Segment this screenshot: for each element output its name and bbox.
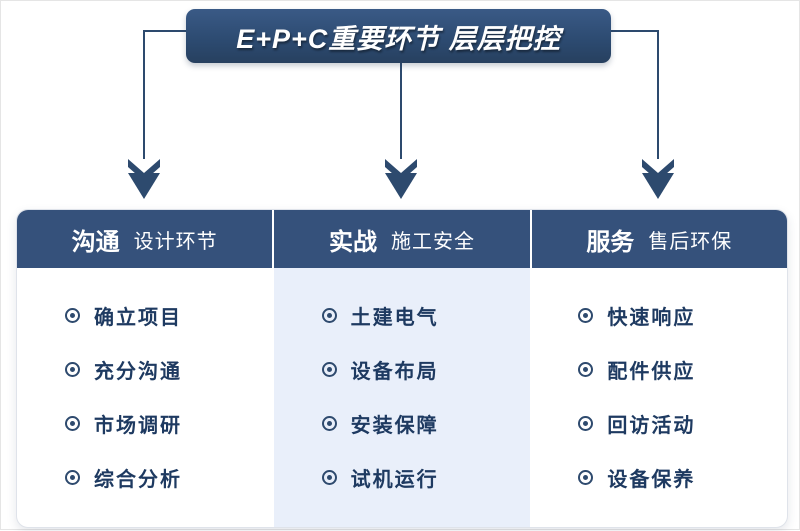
- header-communication: 沟通 设计环节: [17, 210, 272, 268]
- list-item: 综合分析: [17, 463, 274, 492]
- header-main-label: 实战: [328, 228, 377, 256]
- header-service: 服务 售后环保: [529, 210, 787, 268]
- header-sub-label: 售后环保: [648, 230, 733, 253]
- target-bullet-icon: [65, 362, 80, 377]
- target-bullet-icon: [321, 470, 337, 485]
- card-body: 确立项目 充分沟通 市场调研 综合分析 土建电气: [17, 268, 787, 527]
- header-main-label: 服务: [586, 228, 635, 256]
- list-item-label: 安装保障: [350, 415, 439, 437]
- connector-left: [143, 30, 191, 159]
- target-bullet-icon: [65, 416, 80, 431]
- list-item-label: 市场调研: [94, 415, 182, 437]
- list-item: 安装保障: [274, 409, 531, 438]
- list-item: 确立项目: [17, 301, 274, 330]
- process-card: 沟通 设计环节 实战 施工安全 服务 售后环保 确立项目 充分沟通: [16, 209, 788, 528]
- header-sub-label: 施工安全: [390, 230, 475, 253]
- list-item-label: 回访活动: [607, 415, 696, 437]
- target-bullet-icon: [321, 308, 337, 323]
- list-item-label: 综合分析: [94, 469, 182, 491]
- target-bullet-icon: [321, 362, 337, 377]
- header-practice: 实战 施工安全: [272, 210, 529, 268]
- header-main-label: 沟通: [71, 228, 120, 256]
- target-bullet-icon: [65, 308, 80, 323]
- list-item-label: 配件供应: [607, 361, 696, 383]
- connector-right: [606, 30, 659, 159]
- arrow-down-icon: [385, 159, 417, 199]
- list-item-label: 土建电气: [350, 307, 439, 329]
- list-item: 充分沟通: [17, 355, 274, 384]
- target-bullet-icon: [321, 416, 337, 431]
- list-item-label: 充分沟通: [94, 361, 182, 383]
- target-bullet-icon: [578, 308, 594, 323]
- target-bullet-icon: [65, 470, 80, 485]
- column-communication: 确立项目 充分沟通 市场调研 综合分析: [17, 268, 274, 527]
- header-sub-label: 设计环节: [133, 230, 218, 253]
- list-item: 市场调研: [17, 409, 274, 438]
- title-banner: E+P+C重要环节 层层把控: [186, 9, 611, 63]
- list-item: 设备布局: [274, 355, 531, 384]
- list-item-label: 确立项目: [94, 307, 182, 329]
- list-item: 试机运行: [274, 463, 531, 492]
- target-bullet-icon: [578, 362, 594, 377]
- list-item: 配件供应: [530, 355, 787, 384]
- list-item: 土建电气: [274, 301, 531, 330]
- target-bullet-icon: [578, 416, 594, 431]
- target-bullet-icon: [578, 470, 594, 485]
- arrow-down-icon: [642, 159, 674, 199]
- card-header: 沟通 设计环节 实战 施工安全 服务 售后环保: [17, 210, 787, 268]
- list-item-label: 设备保养: [607, 469, 696, 491]
- list-item: 设备保养: [530, 463, 787, 492]
- list-item-label: 快速响应: [607, 307, 696, 329]
- list-item: 快速响应: [530, 301, 787, 330]
- list-item-label: 试机运行: [350, 469, 439, 491]
- arrow-down-icon: [128, 159, 160, 199]
- column-practice: 土建电气 设备布局 安装保障 试机运行: [273, 268, 531, 527]
- list-item: 回访活动: [530, 409, 787, 438]
- list-item-label: 设备布局: [350, 361, 439, 383]
- column-service: 快速响应 配件供应 回访活动 设备保养: [530, 268, 787, 527]
- page-title: E+P+C重要环节 层层把控: [236, 23, 561, 54]
